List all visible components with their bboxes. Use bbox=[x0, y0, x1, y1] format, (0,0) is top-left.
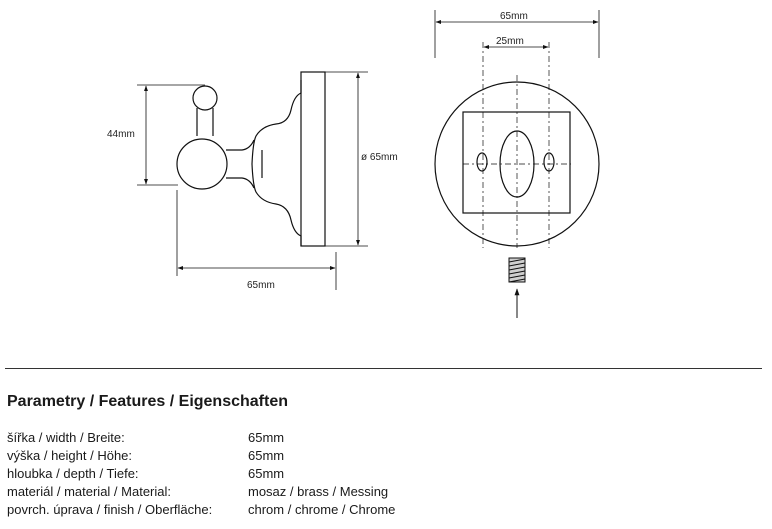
spec-row-height: výška / height / Höhe: 65mm bbox=[7, 447, 527, 465]
dim-depth-65mm: 65mm bbox=[247, 280, 275, 291]
side-view-dimensions bbox=[137, 71, 368, 290]
technical-drawing: 44mm ø 65mm 65mm 65mm 25mm bbox=[107, 10, 600, 318]
spec-row-material: materiál / material / Material: mosaz / … bbox=[7, 483, 527, 501]
dim-width-65mm: 65mm bbox=[500, 11, 528, 22]
spec-value: 65mm bbox=[248, 430, 285, 445]
dim-hole-spacing-25mm: 25mm bbox=[496, 36, 524, 47]
side-view-drawing bbox=[176, 71, 326, 247]
features-table: šířka / width / Breite: 65mm výška / hei… bbox=[7, 429, 527, 519]
spec-value: 65mm bbox=[248, 448, 285, 463]
spec-label: povrch. úprava / finish / Oberfläche: bbox=[7, 502, 213, 517]
spec-row-depth: hloubka / depth / Tiefe: 65mm bbox=[7, 465, 527, 483]
dim-height-44mm: 44mm bbox=[107, 129, 135, 140]
dim-diameter-65mm: ø 65mm bbox=[361, 152, 398, 163]
spec-value: mosaz / brass / Messing bbox=[248, 484, 389, 499]
hook-main-ball bbox=[176, 138, 228, 190]
screw-icon bbox=[508, 257, 526, 318]
center-lines bbox=[463, 42, 571, 248]
features-title: Parametry / Features / Eigenschaften bbox=[7, 393, 288, 410]
spec-row-finish: povrch. úprava / finish / Oberfläche: ch… bbox=[7, 501, 527, 519]
hook-top-knob bbox=[192, 85, 218, 111]
section-divider bbox=[5, 368, 762, 369]
spec-label: materiál / material / Material: bbox=[7, 484, 171, 499]
mounting-plate bbox=[462, 111, 571, 214]
spec-label: hloubka / depth / Tiefe: bbox=[7, 466, 139, 481]
wall-plate bbox=[300, 71, 326, 247]
front-view-dimensions bbox=[434, 10, 600, 58]
spec-value: 65mm bbox=[248, 466, 285, 481]
spec-label: výška / height / Höhe: bbox=[7, 448, 133, 463]
spec-value: chrom / chrome / Chrome bbox=[248, 502, 396, 517]
spec-label: šířka / width / Breite: bbox=[7, 430, 125, 445]
spec-row-width: šířka / width / Breite: 65mm bbox=[7, 429, 527, 447]
left-slot-hole bbox=[476, 152, 488, 172]
rosette-profile bbox=[251, 80, 302, 246]
